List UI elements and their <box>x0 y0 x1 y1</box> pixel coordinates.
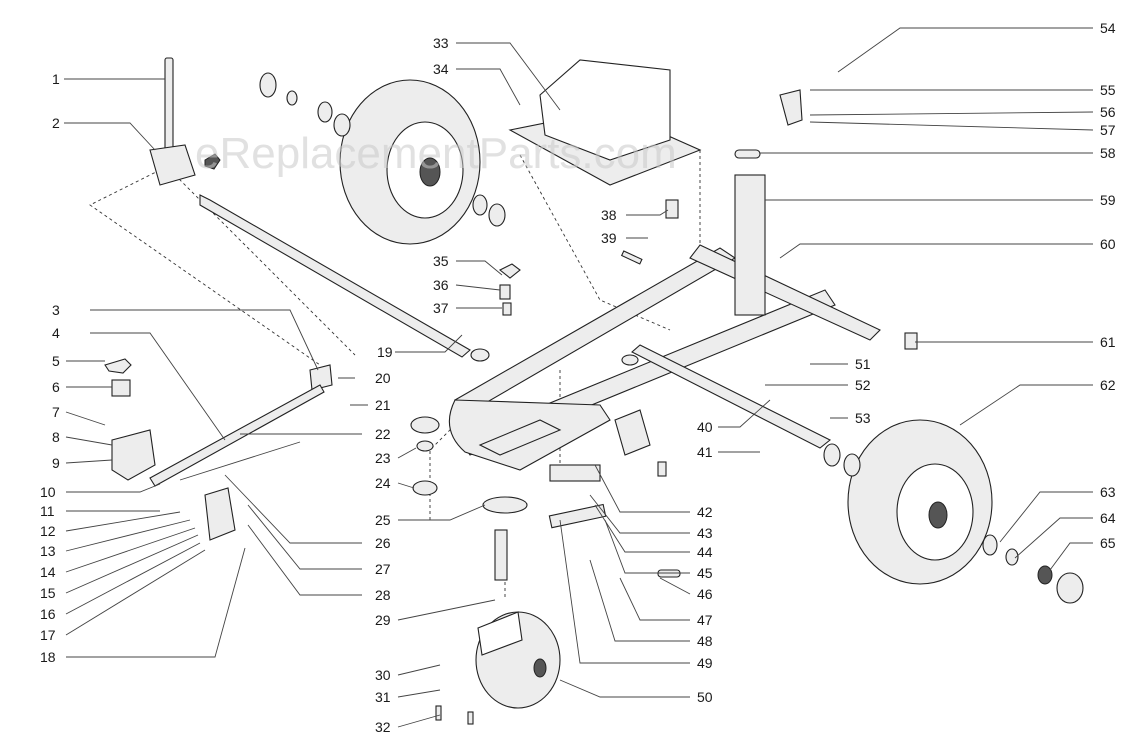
callout-31: 31 <box>375 689 391 705</box>
callout-10: 10 <box>40 484 56 500</box>
callout-13: 13 <box>40 543 56 559</box>
callout-11: 11 <box>40 503 55 519</box>
left-hub <box>419 157 441 187</box>
callout-53: 53 <box>855 410 871 426</box>
short-tube <box>149 384 325 487</box>
hitch-bracket <box>111 429 156 481</box>
callout-59: 59 <box>1100 192 1116 208</box>
caster-mount-bar <box>549 464 601 482</box>
hub-cap <box>1056 572 1084 604</box>
callout-14: 14 <box>40 564 56 580</box>
callout-38: 38 <box>601 207 617 223</box>
callout-8: 8 <box>52 429 60 445</box>
callout-65: 65 <box>1100 535 1116 551</box>
callout-49: 49 <box>697 655 713 671</box>
callout-44: 44 <box>697 544 713 560</box>
callout-22: 22 <box>375 426 391 442</box>
callout-61: 61 <box>1100 334 1116 350</box>
callout-47: 47 <box>697 612 713 628</box>
caster-assembly <box>475 464 607 709</box>
hardware-pieces <box>410 89 918 725</box>
callout-5: 5 <box>52 353 60 369</box>
caster-fork <box>477 611 523 656</box>
callout-24: 24 <box>375 475 391 491</box>
tray-wall <box>539 59 671 161</box>
mounting-plate <box>548 503 607 529</box>
handle-clamp <box>149 144 196 186</box>
callout-55: 55 <box>1100 82 1116 98</box>
callout-50: 50 <box>697 689 713 705</box>
callout-20: 20 <box>375 370 391 386</box>
right-wheel <box>823 419 1084 604</box>
callout-56: 56 <box>1100 104 1116 120</box>
callout-16: 16 <box>40 606 56 622</box>
callout-27: 27 <box>375 561 391 577</box>
callout-46: 46 <box>697 586 713 602</box>
small-knob <box>104 358 132 374</box>
right-hub <box>928 501 948 529</box>
callout-35: 35 <box>433 253 449 269</box>
caster-stem <box>494 529 508 581</box>
callout-28: 28 <box>375 587 391 603</box>
rear-axle <box>631 344 832 449</box>
callout-36: 36 <box>433 277 449 293</box>
watermark: eReplacementParts.com <box>195 129 677 178</box>
callout-3: 3 <box>52 302 60 318</box>
callout-4: 4 <box>52 325 60 341</box>
long-tube <box>199 194 471 358</box>
handle-assembly <box>104 57 471 541</box>
callout-7: 7 <box>52 404 60 420</box>
chassis-frame <box>448 174 881 471</box>
callout-18: 18 <box>40 649 56 665</box>
callout-19: 19 <box>377 344 393 360</box>
callout-9: 9 <box>52 455 60 471</box>
callout-29: 29 <box>375 612 391 628</box>
callout-58: 58 <box>1100 145 1116 161</box>
upright-post <box>734 174 766 316</box>
callout-43: 43 <box>697 525 713 541</box>
caster-plate <box>482 496 528 514</box>
callout-2: 2 <box>52 115 60 131</box>
callout-26: 26 <box>375 535 391 551</box>
callout-33: 33 <box>433 35 449 51</box>
callout-15: 15 <box>40 585 56 601</box>
callout-1: 1 <box>52 71 60 87</box>
callout-23: 23 <box>375 450 391 466</box>
callout-41: 41 <box>697 444 713 460</box>
callout-30: 30 <box>375 667 391 683</box>
callout-48: 48 <box>697 633 713 649</box>
callout-25: 25 <box>375 512 391 528</box>
callout-17: 17 <box>40 627 56 643</box>
callout-6: 6 <box>52 379 60 395</box>
angle-plate <box>204 487 236 541</box>
callout-21: 21 <box>375 397 391 413</box>
callout-12: 12 <box>40 523 56 539</box>
callout-51: 51 <box>855 356 871 372</box>
callout-45: 45 <box>697 565 713 581</box>
callout-34: 34 <box>433 61 449 77</box>
left-wheel <box>259 72 506 245</box>
callout-40: 40 <box>697 419 713 435</box>
callout-54: 54 <box>1100 20 1116 36</box>
callout-42: 42 <box>697 504 713 520</box>
callout-62: 62 <box>1100 377 1116 393</box>
callout-64: 64 <box>1100 510 1116 526</box>
callout-63: 63 <box>1100 484 1116 500</box>
callout-52: 52 <box>855 377 871 393</box>
callout-32: 32 <box>375 719 391 735</box>
callout-60: 60 <box>1100 236 1116 252</box>
knob-block <box>111 379 131 397</box>
callout-57: 57 <box>1100 122 1116 138</box>
callout-37: 37 <box>433 300 449 316</box>
callout-leaders <box>64 27 1094 728</box>
callout-labels: 1 2 3 4 5 6 7 8 9 10 11 12 13 14 15 16 1… <box>40 20 1116 735</box>
tube-bracket <box>309 364 333 391</box>
mount-tray <box>508 59 702 186</box>
clamp-knob <box>204 153 221 170</box>
callout-39: 39 <box>601 230 617 246</box>
